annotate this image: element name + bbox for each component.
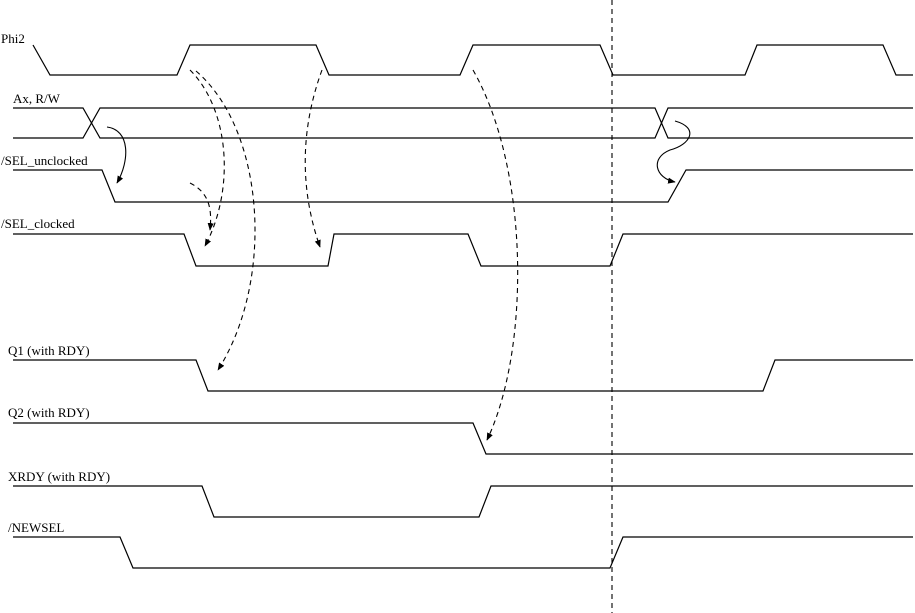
waveform-newsel bbox=[13, 536, 913, 569]
waveform-q2 bbox=[13, 422, 913, 455]
arrow-phi2-to-sel-clocked bbox=[189, 69, 225, 247]
arrow-phi2-to-q1 bbox=[195, 70, 256, 371]
waveform-sel-clocked bbox=[13, 233, 913, 267]
waveform-ax-rw-b bbox=[13, 107, 913, 139]
arrow-ax-to-sel-unclocked bbox=[106, 126, 127, 184]
arrow-ax-to-sel-unclocked-2 bbox=[656, 120, 691, 184]
arrow-sel-unclocked-to-sel-clocked bbox=[189, 182, 214, 231]
waveform-sel-unclocked bbox=[13, 169, 913, 203]
label-ax-rw: Ax, R/W bbox=[13, 91, 61, 106]
label-phi2: Phi2 bbox=[1, 31, 25, 46]
label-sel-unclocked: /SEL_unclocked bbox=[1, 153, 88, 168]
label-sel-clocked: /SEL_clocked bbox=[1, 216, 75, 231]
label-q1: Q1 (with RDY) bbox=[8, 343, 90, 358]
waveform-ax-rw-a bbox=[13, 107, 913, 139]
waveform-phi2 bbox=[32, 44, 913, 76]
label-xrdy: XRDY (with RDY) bbox=[8, 469, 110, 484]
waveform-xrdy bbox=[13, 485, 913, 518]
arrow-phi2-fall-to-sel-clocked bbox=[304, 69, 323, 248]
label-q2: Q2 (with RDY) bbox=[8, 405, 90, 420]
waveform-q1 bbox=[13, 359, 913, 392]
arrow-phi2-to-q2 bbox=[472, 69, 519, 441]
label-newsel: /NEWSEL bbox=[8, 520, 64, 535]
